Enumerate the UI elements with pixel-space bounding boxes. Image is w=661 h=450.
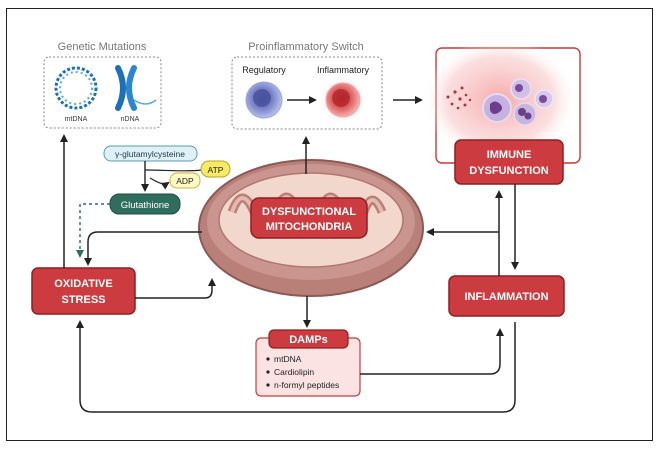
immune-cells-icon xyxy=(482,78,554,126)
dysfunctional-mitochondria-box xyxy=(250,197,368,239)
gamma-glutamylcysteine-label: γ-glutamylcysteine xyxy=(115,149,185,159)
ndna-label: nDNA xyxy=(121,116,140,123)
inflammatory-label: Inflammatory xyxy=(317,65,370,75)
ndna-chromosome-icon xyxy=(115,65,157,111)
mtdna-circle-icon xyxy=(54,66,98,110)
damps-item-cardiolipin: Cardiolipin xyxy=(274,367,314,377)
adp-pill xyxy=(169,172,201,189)
glutathione-pathway: γ-glutamylcysteine ATP ADP Glutathione xyxy=(76,145,231,258)
proinflammatory-switch-title: Proinflammatory Switch xyxy=(248,41,364,53)
immune-dysfunction-panel: IMMUNE DYSFUNCTION xyxy=(422,38,581,185)
damps-item-n-formyl-peptides: n-formyl peptides xyxy=(274,380,339,390)
genetic-mutations-title: Genetic Mutations xyxy=(58,41,147,53)
oxidative-stress-box xyxy=(31,267,136,315)
atp-label: ATP xyxy=(208,165,224,175)
inflammatory-cell-icon xyxy=(317,74,369,126)
mtdna-label: mtDNA xyxy=(65,116,88,123)
glutathione-label: Glutathione xyxy=(121,200,170,211)
mito-label-line1: DYSFUNCTIONAL xyxy=(262,206,356,218)
debris-dots-icon xyxy=(446,86,472,110)
mito-to-oxidative-arrow xyxy=(84,231,202,266)
damps-to-inflammation-arrow xyxy=(360,328,504,375)
damps-panel: DAMPs mtDNA Cardiolipin n-formyl peptide… xyxy=(255,329,361,397)
atp-pill xyxy=(200,160,231,178)
mito-label-line2: MITOCHONDRIA xyxy=(266,221,353,233)
adp-label: ADP xyxy=(176,176,194,186)
immune-dysfunction-label-line1: IMMUNE xyxy=(487,149,532,161)
oxidative-to-mito-arrow xyxy=(135,278,216,299)
regulatory-label: Regulatory xyxy=(242,65,286,75)
oxidative-stress-label-line1: OXIDATIVE xyxy=(54,278,112,290)
regulatory-cell-icon xyxy=(245,81,283,119)
glutathione-to-oxidative-arrow xyxy=(76,203,110,258)
gamma-glutamylcysteine-pill xyxy=(103,145,198,162)
inflammation-box xyxy=(448,275,565,317)
figure-border xyxy=(6,8,653,441)
inflammation-label: INFLAMMATION xyxy=(464,291,548,303)
damps-title: DAMPs xyxy=(289,334,328,346)
proinflammatory-switch-panel: Proinflammatory Switch Regulatory Inflam… xyxy=(231,41,383,130)
connectors xyxy=(60,134,519,413)
adp-branch xyxy=(149,177,170,190)
oxidative-stress-label-line2: STRESS xyxy=(61,294,105,306)
genetic-mutations-panel: Genetic Mutations mtDNA nDNA xyxy=(43,41,162,129)
immune-dysfunction-label-line2: DYSFUNCTION xyxy=(469,165,549,177)
damps-item-mtdna: mtDNA xyxy=(274,354,302,364)
inflammation-to-oxidative-loop-arrow xyxy=(76,320,516,413)
damps-list: mtDNA Cardiolipin n-formyl peptides xyxy=(266,354,339,390)
damps-title-box xyxy=(268,329,349,349)
atp-branch xyxy=(144,169,203,172)
immune-dysfunction-box xyxy=(454,139,564,185)
